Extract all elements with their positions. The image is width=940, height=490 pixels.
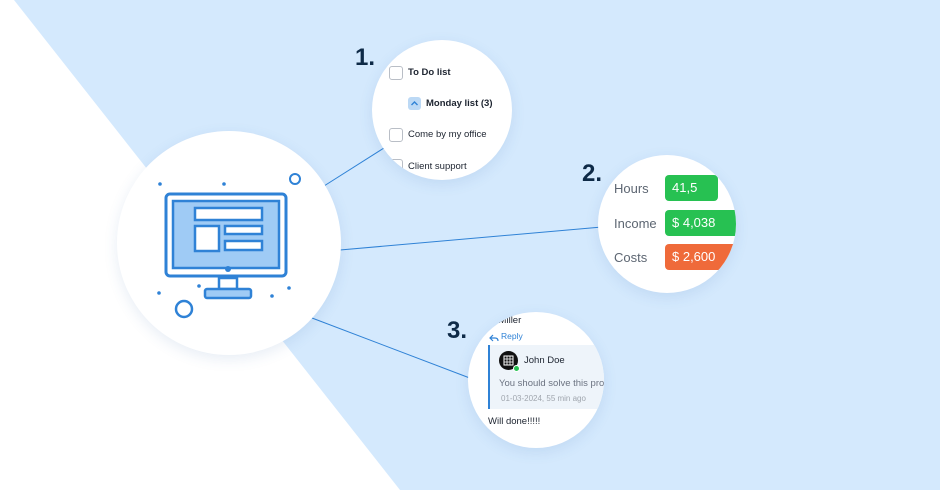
step-number-1: 1. [355,44,376,71]
monitor-icon [157,173,301,319]
quoted-text: You should solve this pro [499,378,604,389]
todo-list-checkbox[interactable] [389,66,403,80]
connector-line-3 [311,317,476,381]
step-number-2: 2. [582,160,603,187]
reply-link[interactable]: Reply [501,331,523,341]
quoted-meta: 01-03-2024, 55 min ago [501,394,586,403]
stat-value-hours: 41,5 [665,175,718,201]
reply-icon[interactable] [489,330,499,348]
todo-item-label: Client support [408,161,467,172]
comment-circle: rk Miller Reply John Doe You should solv… [468,312,604,448]
stats-circle: Hours 41,5 Income $ 4,038 Costs $ 2,600 [598,155,736,293]
quoted-author: John Doe [524,355,565,366]
comment-author: rk Miller [488,315,522,326]
todo-item-label: Come by my office [408,129,487,140]
stat-label-income: Income [614,216,657,231]
step-number-3: 3. [447,317,468,344]
todo-item-checkbox[interactable] [389,159,403,173]
stat-value-costs: $ 2,600 [665,244,736,270]
todo-group-label: Monday list (3) [426,98,493,109]
chevron-up-icon[interactable] [408,97,421,110]
response-text: Will done!!!!! [488,416,541,427]
connector-line-2 [339,226,603,251]
avatar [499,351,520,372]
online-status-dot [513,365,520,372]
todo-item-checkbox[interactable] [389,128,403,142]
todo-list-title: To Do list [408,67,451,78]
stat-label-hours: Hours [614,181,649,196]
todo-list-circle: To Do list Monday list (3) Come by my of… [372,40,512,180]
stat-value-income: $ 4,038 [665,210,736,236]
monitor-circle [117,131,341,355]
stat-label-costs: Costs [614,250,648,265]
connector-line-1 [323,147,385,187]
